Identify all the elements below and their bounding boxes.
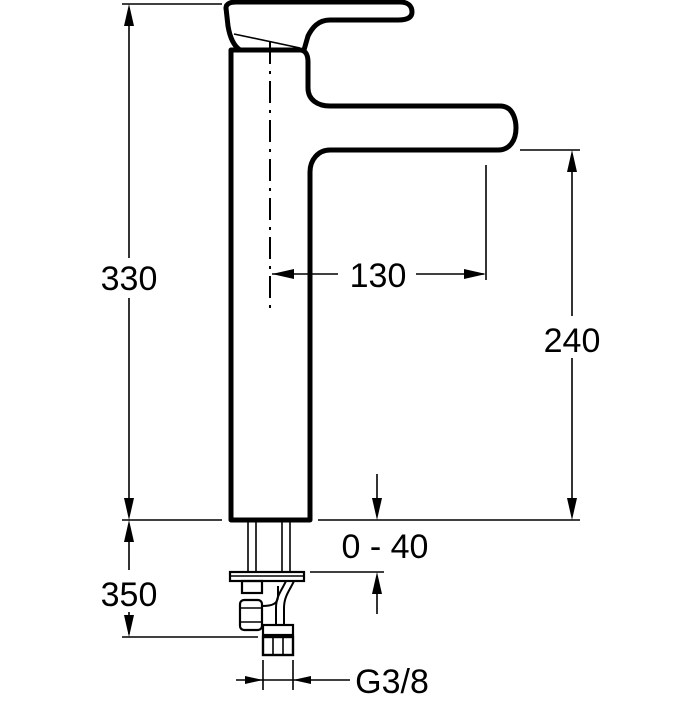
hose-right-inner: [283, 580, 295, 625]
dimension-spout-height: 240: [318, 149, 601, 521]
arrow-down-icon: [124, 615, 134, 637]
label-240: 240: [544, 322, 601, 360]
dimension-spout-reach: 130: [272, 165, 487, 295]
arrow-left-icon: [293, 676, 311, 684]
handle-joint-line: [233, 33, 301, 49]
lever-base: [223, 5, 243, 53]
label-130: 130: [350, 257, 407, 295]
arrow-down-icon: [372, 498, 382, 520]
connector-nut: [261, 635, 295, 657]
arrow-down-icon: [124, 498, 134, 520]
nut-upper: [240, 579, 264, 595]
lever-handle: [223, 0, 415, 53]
dimension-thread: G3/8: [236, 660, 429, 701]
arrow-right-icon: [464, 269, 486, 279]
arrow-left-icon: [272, 269, 294, 279]
dimension-hose-length: 350: [101, 520, 258, 638]
label-350: 350: [101, 576, 158, 614]
faucet-body: [223, 0, 519, 523]
arrow-down-icon: [567, 498, 577, 520]
label-g3-8: G3/8: [355, 663, 429, 700]
installation-hardware: [228, 520, 306, 657]
connector-collar: [261, 623, 295, 637]
label-0-40: 0 - 40: [342, 528, 429, 566]
arrow-up-icon: [124, 4, 134, 26]
arrow-right-icon: [245, 676, 263, 684]
hose-right: [275, 580, 287, 625]
dimension-total-height: 330: [101, 3, 222, 521]
arrow-up-icon: [567, 150, 577, 172]
hose-fitting-left: [238, 598, 264, 632]
faucet-column-outline: [228, 47, 519, 523]
label-330: 330: [101, 260, 158, 298]
arrow-up-icon: [124, 520, 134, 542]
arrow-up-icon: [372, 572, 382, 594]
dimension-deck-thickness: 0 - 40: [310, 474, 428, 614]
